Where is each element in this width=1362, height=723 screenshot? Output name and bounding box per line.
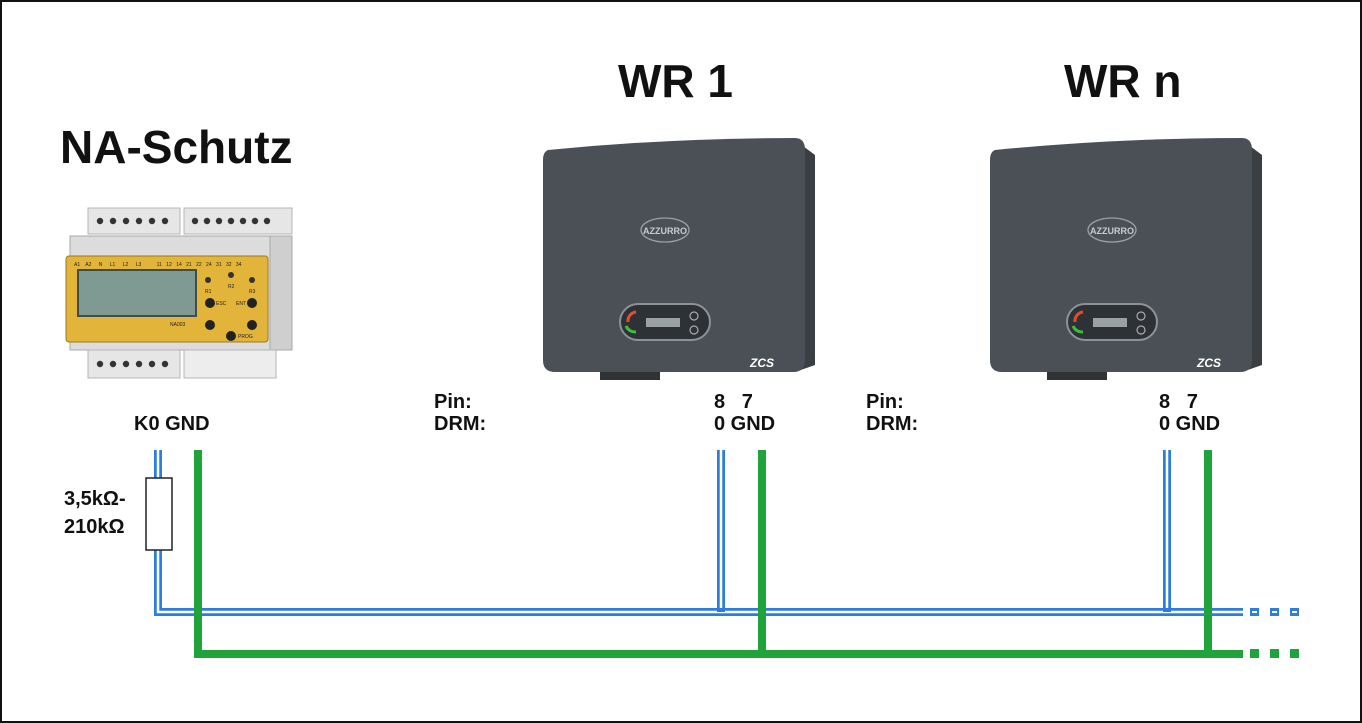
na-schutz-device [65, 207, 293, 379]
inverter-n-pin-numbers: 8 7 [1159, 391, 1198, 413]
resistor [145, 477, 173, 551]
inverter-1-pin-numbers: 8 7 [714, 391, 753, 413]
inverter-n-drm-values: 0 GND [1159, 413, 1221, 435]
button-label-esc: ESC [216, 301, 227, 307]
button-label-r3: R3 [249, 289, 256, 295]
resistor-label-line2: 210kΩ [64, 516, 125, 538]
zcs-logo: ZCS [749, 356, 774, 370]
button-label-r2: R2 [228, 284, 235, 290]
inverter-1-drm-values: 0 GND [714, 413, 776, 435]
ground-wire [194, 450, 1299, 658]
panel-top-row-labels: A1 A2 N L1 L2 L3 11 12 14 21 22 24 31 32… [74, 262, 242, 268]
inverter-1-device: AZZURRO ZCS [543, 138, 815, 380]
relay-model-label: NA003 [170, 322, 186, 328]
button-label-r1: R1 [205, 289, 212, 295]
zcs-logo: ZCS [1196, 356, 1221, 370]
na-schutz-panel-labels: A1 A2 N L1 L2 L3 11 12 14 21 22 24 31 32… [74, 262, 256, 340]
inverter-1-title: WR 1 [618, 55, 733, 107]
inverter-1-drm-caption: DRM: [434, 413, 487, 435]
inverter-1-pin-caption: Pin: [434, 391, 472, 413]
button-label-prog: PROG [238, 334, 253, 340]
resistor-label-line1: 3,5kΩ- [64, 488, 126, 510]
signal-wire [154, 450, 1299, 616]
azzurro-logo: AZZURRO [643, 226, 687, 236]
na-schutz-terminal-labels: K0 GND [134, 413, 210, 435]
inverter-n-drm-caption: DRM: [866, 413, 919, 435]
na-schutz-title: NA-Schutz [60, 121, 293, 173]
button-label-ent: ENT [236, 301, 246, 307]
azzurro-logo: AZZURRO [1090, 226, 1134, 236]
inverter-n-pin-caption: Pin: [866, 391, 904, 413]
inverter-n-device: AZZURRO ZCS [990, 138, 1262, 380]
inverter-n-title: WR n [1064, 55, 1182, 107]
